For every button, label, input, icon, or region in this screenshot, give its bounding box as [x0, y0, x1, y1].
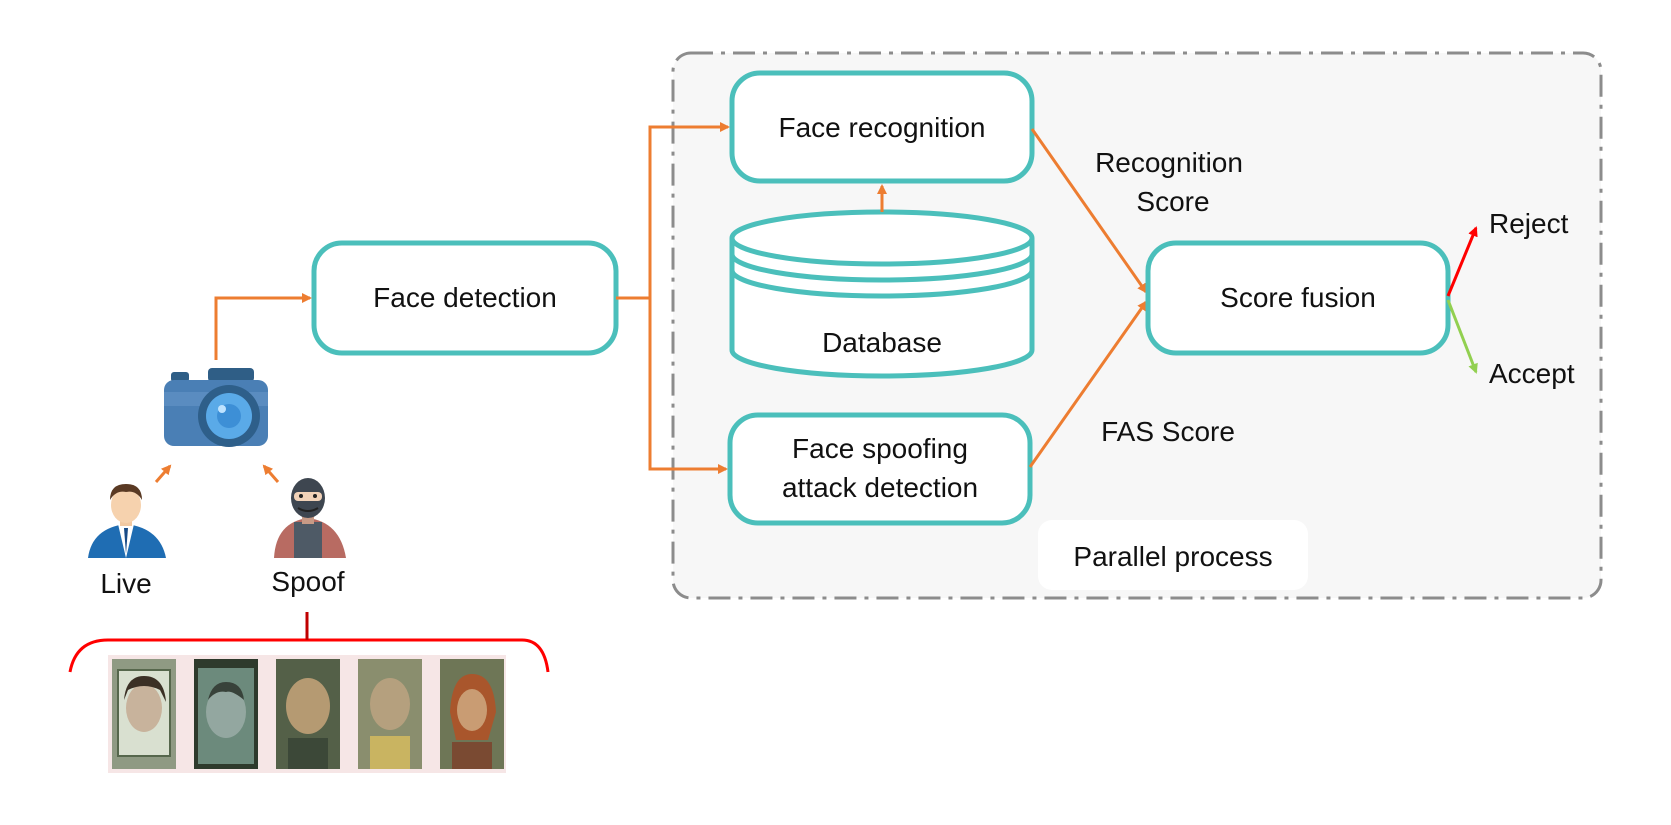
- live-label: Live: [100, 568, 151, 599]
- reject-arrow: [1446, 226, 1478, 297]
- face-spoofing-label-line2: attack detection: [782, 472, 978, 503]
- spoof-to-camera-arrow: [262, 464, 280, 483]
- recognition-score-label-line1: Recognition: [1095, 147, 1243, 178]
- face-spoofing-node: [727, 412, 1033, 526]
- face-detection-label: Face detection: [373, 282, 557, 313]
- mask-face-thumbnail: [276, 659, 340, 769]
- spoofing-to-fusion-arrow: [1028, 300, 1148, 468]
- spoof-examples-bracket: [68, 638, 550, 673]
- spoof-examples-strip: [108, 655, 506, 773]
- camera-to-detection-arrow: [214, 293, 312, 360]
- live-to-camera-arrow: [154, 464, 172, 483]
- recognition-to-fusion-arrow: [1030, 128, 1148, 294]
- recognition-score-label-line2: Score: [1136, 186, 1209, 217]
- face-recognition-label: Face recognition: [778, 112, 985, 143]
- database-cylinder: [729, 209, 1035, 379]
- live-person-icon: [88, 484, 166, 558]
- parallel-process-label: Parallel process: [1073, 541, 1272, 572]
- reject-label: Reject: [1489, 208, 1569, 239]
- mannequin-face-thumbnail: [440, 659, 504, 769]
- fas-score-label: FAS Score: [1101, 416, 1235, 447]
- accept-label: Accept: [1489, 358, 1575, 389]
- score-fusion-node: [1145, 240, 1451, 356]
- spoof-person-icon: [274, 478, 346, 558]
- mask-face-thumbnail: [358, 659, 422, 769]
- face-spoofing-label-line1: Face spoofing: [792, 433, 968, 464]
- score-fusion-label: Score fusion: [1220, 282, 1376, 313]
- parallel-process-label-box: [1038, 520, 1308, 590]
- printed-photo-face-thumbnail: [112, 659, 176, 769]
- screen-replay-face-thumbnail: [194, 659, 258, 769]
- spoof-label: Spoof: [271, 566, 344, 597]
- camera-icon: [164, 368, 268, 447]
- detection-to-spoofing-arrow: [648, 298, 728, 474]
- accept-arrow: [1446, 299, 1478, 374]
- database-label: Database: [822, 327, 942, 358]
- face-recognition-node: [729, 70, 1035, 184]
- detection-to-recognition-arrow: [616, 122, 730, 300]
